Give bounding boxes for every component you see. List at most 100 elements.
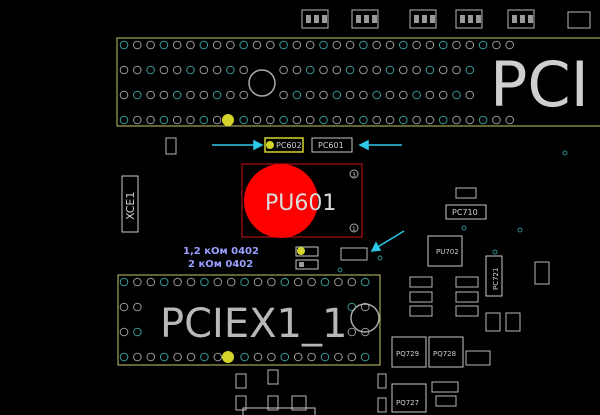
- connector-pin: [319, 40, 328, 50]
- connector-pin: [332, 40, 342, 50]
- pq728-component[interactable]: [428, 336, 464, 368]
- connector-pin: [332, 90, 342, 100]
- pc710-component[interactable]: [445, 204, 487, 220]
- connector-pin: [345, 115, 355, 125]
- resistor-note-1: 1,2 кОм 0402: [183, 246, 259, 257]
- connector-pin: [412, 65, 421, 75]
- connector-pin: [119, 115, 129, 125]
- pu601-pin1-mark: [349, 223, 359, 233]
- connector-pin: [159, 277, 169, 287]
- pci-slot-outline[interactable]: [116, 37, 600, 127]
- connector-pin: [173, 352, 182, 362]
- pq729-label: PQ729: [396, 350, 419, 358]
- pu601-marker[interactable]: [244, 164, 318, 238]
- resistor-1-2k[interactable]: [295, 246, 319, 257]
- part-far-right[interactable]: [534, 261, 550, 285]
- connector-pin: [320, 277, 330, 287]
- connector-pin: [199, 115, 209, 125]
- connector-pin: [307, 352, 316, 362]
- pq-side-parts: [377, 350, 491, 413]
- connector-pin: [293, 352, 303, 362]
- connector-pin: [226, 90, 235, 100]
- connector-pin: [199, 40, 209, 50]
- pu702-component[interactable]: [427, 235, 463, 267]
- resistor-2k[interactable]: [295, 259, 319, 270]
- pu601-pin3-mark: [349, 169, 359, 179]
- top-header-parts: [301, 9, 591, 29]
- connector-pin: [267, 277, 276, 287]
- connector-pin: [280, 352, 290, 362]
- part-upper-right[interactable]: [455, 187, 477, 199]
- pu601-pin3: 3: [352, 172, 356, 179]
- pu601-outline[interactable]: [241, 163, 363, 238]
- connector-pin: [159, 65, 169, 75]
- connector-pin: [279, 90, 288, 100]
- xce1-component[interactable]: [121, 175, 139, 233]
- connector-pin: [385, 90, 395, 100]
- connector-pin: [133, 327, 142, 337]
- pq727-component[interactable]: [391, 383, 427, 413]
- connector-pin: [332, 65, 342, 75]
- connector-pin: [372, 90, 382, 100]
- connector-pin: [239, 90, 248, 100]
- connector-pin: [119, 302, 129, 312]
- connector-pin: [239, 40, 248, 50]
- connector-pin: [186, 277, 196, 287]
- arrow-to-pu601: [370, 230, 405, 252]
- connector-pin: [492, 40, 501, 50]
- connector-pin: [119, 65, 129, 75]
- connector-pin: [119, 352, 129, 362]
- connector-pin: [360, 352, 370, 362]
- connector-pin: [425, 90, 435, 100]
- connector-pin: [334, 352, 343, 362]
- pq727-label: PQ727: [396, 399, 419, 407]
- connector-pin: [186, 40, 195, 50]
- pci-highlight-pin[interactable]: [222, 114, 234, 126]
- connector-pin: [252, 40, 262, 50]
- connector-pin: [305, 115, 315, 125]
- connector-pin: [279, 115, 288, 125]
- connector-pin: [146, 65, 155, 75]
- part-left-small[interactable]: [165, 137, 177, 155]
- pc601-component[interactable]: [311, 137, 353, 153]
- connector-pin: [213, 352, 223, 362]
- pci-slot-pins: [119, 40, 515, 125]
- connector-pin: [159, 90, 169, 100]
- connector-pin: [412, 90, 421, 100]
- connector-pin: [345, 90, 355, 100]
- pc601-label: PC601: [318, 141, 344, 150]
- pu601-label: PU601: [265, 191, 336, 216]
- pciex1-slot-label: PCIEX1_1: [160, 301, 347, 347]
- connector-pin: [452, 115, 461, 125]
- connector-pin: [199, 65, 209, 75]
- connector-pin: [305, 65, 315, 75]
- connector-pin: [266, 40, 275, 50]
- pciex1-slot-pins: [119, 277, 370, 362]
- connector-pin: [425, 115, 435, 125]
- pc721-label: PC721: [492, 268, 500, 290]
- pciex1-slot-outline[interactable]: [117, 274, 381, 366]
- connector-pin: [240, 277, 249, 287]
- part-right-small[interactable]: [340, 247, 368, 261]
- connector-pin: [212, 65, 222, 75]
- connector-pin: [372, 40, 382, 50]
- pciex1-mount-hole: [350, 303, 380, 333]
- connector-pin: [478, 115, 488, 125]
- pc710-label: PC710: [452, 208, 478, 217]
- connector-pin: [119, 327, 129, 337]
- pq729-component[interactable]: [391, 336, 427, 368]
- connector-pin: [465, 115, 475, 125]
- connector-pin: [320, 352, 330, 362]
- connector-pin: [412, 40, 421, 50]
- connector-pin: [438, 90, 448, 100]
- pc602-component[interactable]: [264, 137, 304, 153]
- connector-pin: [133, 115, 142, 125]
- connector-pin: [399, 115, 408, 125]
- connector-pin: [172, 65, 182, 75]
- pc721-component[interactable]: [485, 255, 503, 297]
- connector-pin: [279, 40, 288, 50]
- connector-pin: [159, 352, 169, 362]
- pciex1-highlight-pin[interactable]: [222, 351, 234, 363]
